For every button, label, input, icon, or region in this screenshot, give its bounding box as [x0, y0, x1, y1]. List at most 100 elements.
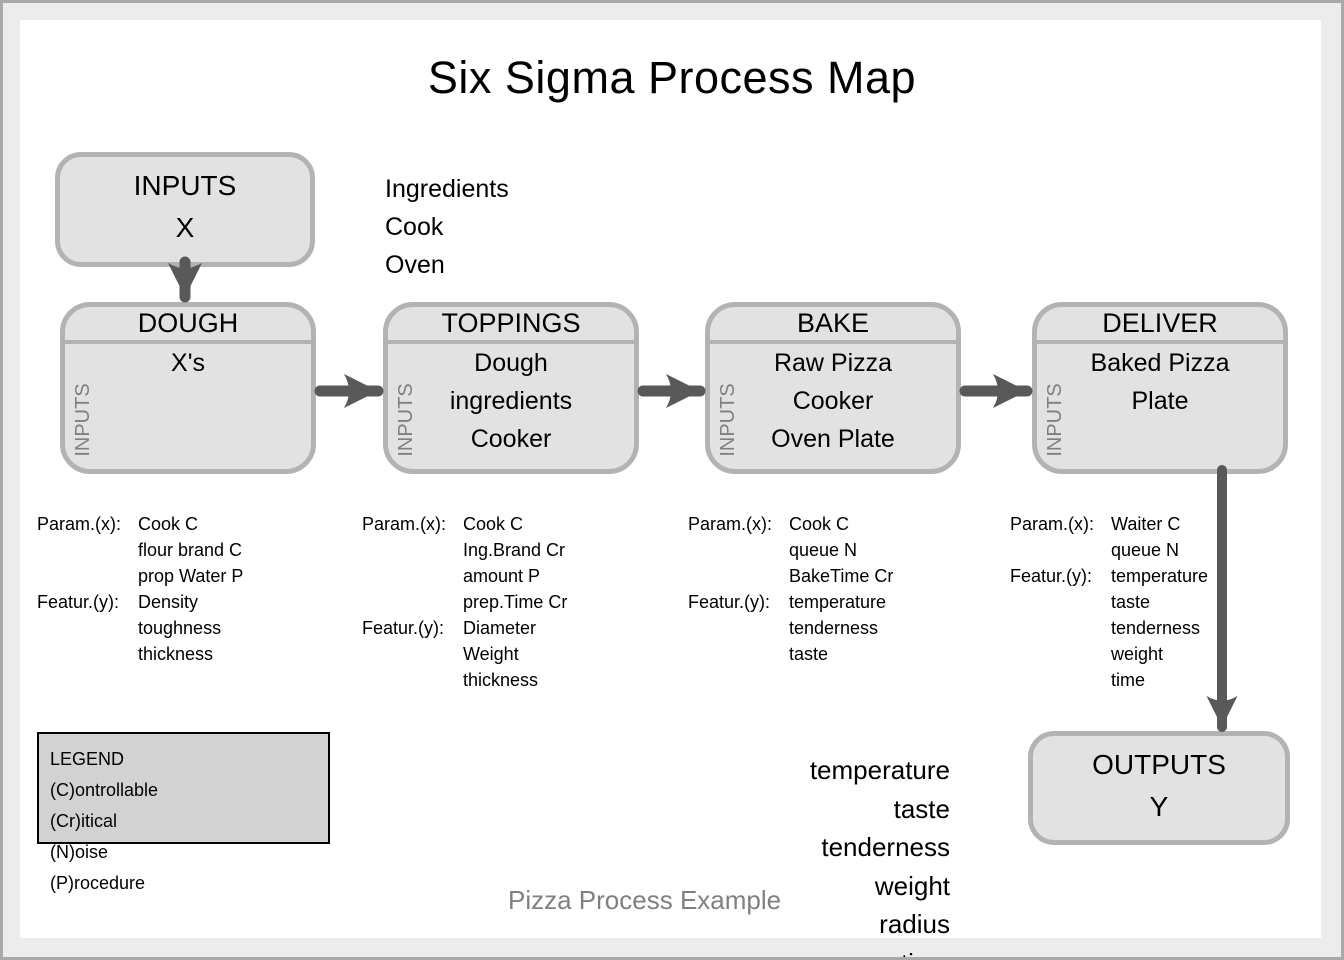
divider: [709, 340, 957, 344]
param-value: Diameter: [463, 618, 537, 638]
param-row: prop Water P: [37, 563, 243, 589]
inputs-box: INPUTS X: [55, 152, 315, 267]
param-row: queue N: [688, 537, 893, 563]
process-box-line: Baked Pizza: [1090, 349, 1230, 377]
legend-entry: (P)rocedure: [50, 873, 146, 893]
legend-entry: (N)oise: [50, 842, 109, 862]
caption: Pizza Process Example: [508, 885, 782, 915]
param-value: BakeTime Cr: [789, 566, 894, 586]
param-value: prop Water P: [138, 566, 244, 586]
inputs-list-item: Cook: [385, 213, 444, 241]
outputs-list-item: radius: [879, 909, 950, 940]
param-label: Featur.(y):: [688, 592, 771, 612]
inputs-box-symbol: X: [175, 212, 195, 243]
page-title: Six Sigma Process Map: [427, 52, 917, 103]
param-value: prep.Time Cr: [463, 592, 568, 612]
param-value: toughness: [138, 618, 222, 638]
process-box-body: Raw Pizza Cooker Oven Plate: [710, 344, 956, 458]
param-value: weight: [1111, 644, 1164, 664]
param-value: thickness: [463, 670, 539, 690]
process-box-side-label: INPUTS: [1044, 383, 1066, 457]
param-value: Waiter C: [1111, 514, 1181, 534]
param-label: Param.(x):: [1010, 514, 1095, 534]
legend-entry: (Cr)itical: [50, 811, 117, 831]
process-box-body: Dough ingredients Cooker: [388, 344, 634, 458]
param-value: temperature: [789, 592, 887, 612]
param-row: thickness: [362, 667, 567, 693]
outputs-list-item: weight: [874, 870, 950, 901]
process-box-bake: BAKE Raw Pizza Cooker Oven Plate INPUTS: [705, 302, 961, 474]
outputs-box: OUTPUTS Y: [1028, 731, 1290, 845]
process-box-side-label: INPUTS: [395, 383, 417, 457]
process-box-line: Cooker: [792, 387, 874, 415]
param-block-deliver: Param.(x): Waiter C queue N Featur.(y): te…: [1010, 511, 1208, 693]
param-value: Cook C: [789, 514, 850, 534]
param-label: Param.(x):: [37, 514, 122, 534]
param-row: tenderness: [1010, 615, 1208, 641]
param-row: taste: [688, 641, 893, 667]
process-box-line: ingredients: [449, 387, 573, 415]
param-row: weight: [1010, 641, 1208, 667]
param-row: prep.Time Cr: [362, 589, 567, 615]
param-row: Featur.(y): temperature: [688, 589, 893, 615]
outputs-list-item: time: [650, 944, 950, 960]
param-block-toppings: Param.(x): Cook C Ing.Brand Cr amount P p…: [362, 511, 567, 693]
param-row: Ing.Brand Cr: [362, 537, 567, 563]
process-box-line: Raw Pizza: [773, 349, 893, 377]
param-value: Cook C: [138, 514, 199, 534]
param-label: Featur.(y):: [1010, 566, 1093, 586]
param-value: queue N: [1111, 540, 1180, 560]
outputs-list-item: temperature: [809, 755, 950, 785]
process-box-title: BAKE: [796, 308, 870, 338]
param-label: Param.(x):: [362, 514, 447, 534]
param-value: taste: [1111, 592, 1151, 612]
param-row: Param.(x): Waiter C: [1010, 511, 1208, 537]
param-label: Param.(x):: [688, 514, 773, 534]
legend-entry: (C)ontrollable: [50, 780, 159, 800]
inputs-box-title: INPUTS: [133, 170, 237, 201]
legend-box: [37, 732, 330, 844]
param-row: BakeTime Cr: [688, 563, 893, 589]
process-box-title: TOPPINGS: [441, 308, 581, 338]
process-box-line: Dough: [474, 349, 548, 377]
param-row: Featur.(y):Density: [37, 589, 243, 615]
outputs-list-item: taste: [893, 793, 950, 824]
param-row: taste: [1010, 589, 1208, 615]
param-row: toughness: [37, 615, 243, 641]
param-value: queue N: [789, 540, 858, 560]
param-value: tenderness: [1111, 618, 1201, 638]
param-row: amount P: [362, 563, 567, 589]
param-row: queue N: [1010, 537, 1208, 563]
param-value: taste: [789, 644, 829, 664]
process-box-deliver: DELIVER Baked Pizza Plate INPUTS: [1032, 302, 1288, 474]
process-box-body: X's: [65, 344, 311, 382]
param-value: time: [1111, 670, 1146, 690]
process-box-line: Plate: [1131, 387, 1189, 415]
param-block-bake: Param.(x): Cook C queue N BakeTime Cr Fea…: [688, 511, 893, 667]
process-box-line: X's: [171, 349, 205, 377]
outputs-box-symbol: Y: [1149, 791, 1169, 822]
param-value: flour brand C: [138, 540, 243, 560]
param-row: tenderness: [688, 615, 893, 641]
process-box-toppings: TOPPINGS Dough ingredients Cooker INPUTS: [383, 302, 639, 474]
process-box-side-label: INPUTS: [72, 383, 94, 457]
param-value: tenderness: [789, 618, 879, 638]
legend-title: LEGEND: [50, 749, 125, 769]
process-box-body: Baked Pizza Plate: [1037, 344, 1283, 420]
inputs-list-item: Ingredients: [385, 175, 509, 203]
inputs-list-item: Oven: [385, 251, 445, 279]
param-block-dough: Param.(x): Cook C flour brand C prop Wate…: [37, 511, 243, 667]
param-row: thickness: [37, 641, 243, 667]
param-value: Ing.Brand Cr: [463, 540, 566, 560]
param-row: time: [1010, 667, 1208, 693]
process-box-dough: DOUGH X's INPUTS: [60, 302, 316, 474]
param-value: Cook C: [463, 514, 524, 534]
param-value: amount P: [463, 566, 541, 586]
outputs-box-title: OUTPUTS: [1092, 749, 1226, 780]
param-row: flour brand C: [37, 537, 243, 563]
outputs-list: temperature taste tenderness weight radi…: [650, 751, 950, 960]
process-box-line: Cooker: [470, 425, 552, 453]
param-value: thickness: [138, 644, 214, 664]
param-row: Featur.(y):Diameter: [362, 615, 567, 641]
